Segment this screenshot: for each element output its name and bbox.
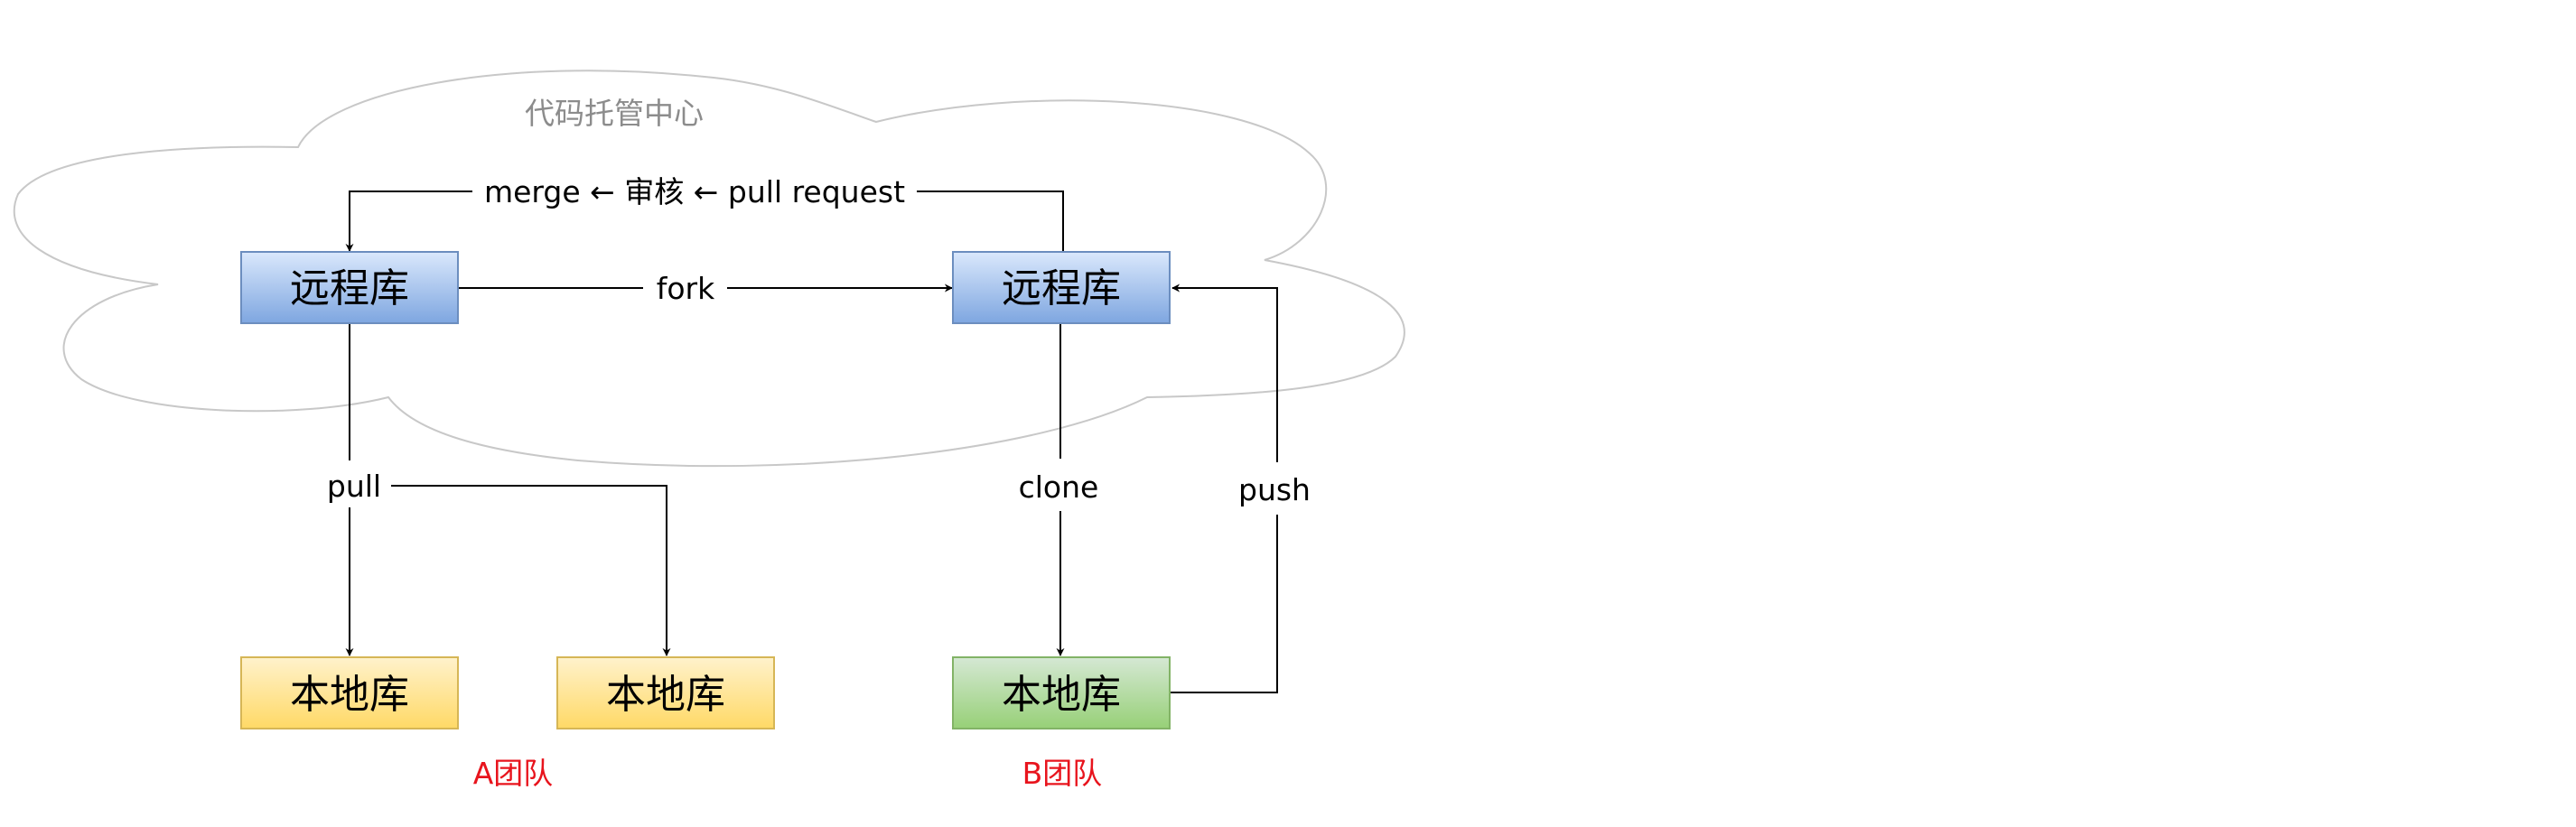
edges: merge ← 审核 ← pull request fork pull clon…: [327, 174, 1311, 693]
node-remote-a: 远程库: [240, 251, 459, 324]
local-b-box: [952, 656, 1171, 729]
remote-a-box: [240, 251, 459, 324]
push-line: [1171, 515, 1278, 693]
node-local-b: 本地库: [952, 656, 1171, 729]
fork-label: fork: [657, 271, 715, 306]
merge-arrow: [917, 190, 1064, 253]
node-local-a2: 本地库: [556, 656, 775, 729]
push-label: push: [1238, 472, 1311, 507]
pull-label: pull: [327, 469, 381, 504]
cloud-label: 代码托管中心: [525, 96, 704, 131]
push-arrow: [1171, 283, 1278, 462]
remote-a-label: 远程库: [290, 265, 409, 311]
local-a1-box: [240, 656, 459, 729]
code-hosting-cloud: 代码托管中心: [13, 70, 1405, 468]
node-local-a1: 本地库: [240, 656, 459, 729]
node-remote-b: 远程库: [952, 251, 1171, 324]
cloud-shape: [13, 70, 1405, 468]
local-a1-label: 本地库: [290, 672, 409, 718]
clone-label: clone: [1019, 469, 1099, 505]
local-a2-label: 本地库: [606, 672, 725, 718]
local-a2-box: [556, 656, 775, 729]
local-b-label: 本地库: [1002, 672, 1121, 718]
merge-arrow-tail: [345, 190, 472, 252]
team-b-label: B团队: [1022, 756, 1103, 791]
pull-arrow-a2: [391, 485, 671, 656]
remote-b-label: 远程库: [1002, 265, 1121, 311]
merge-label: merge ← 审核 ← pull request: [484, 174, 905, 209]
team-a-label: A团队: [473, 756, 554, 791]
remote-b-box: [952, 251, 1171, 324]
